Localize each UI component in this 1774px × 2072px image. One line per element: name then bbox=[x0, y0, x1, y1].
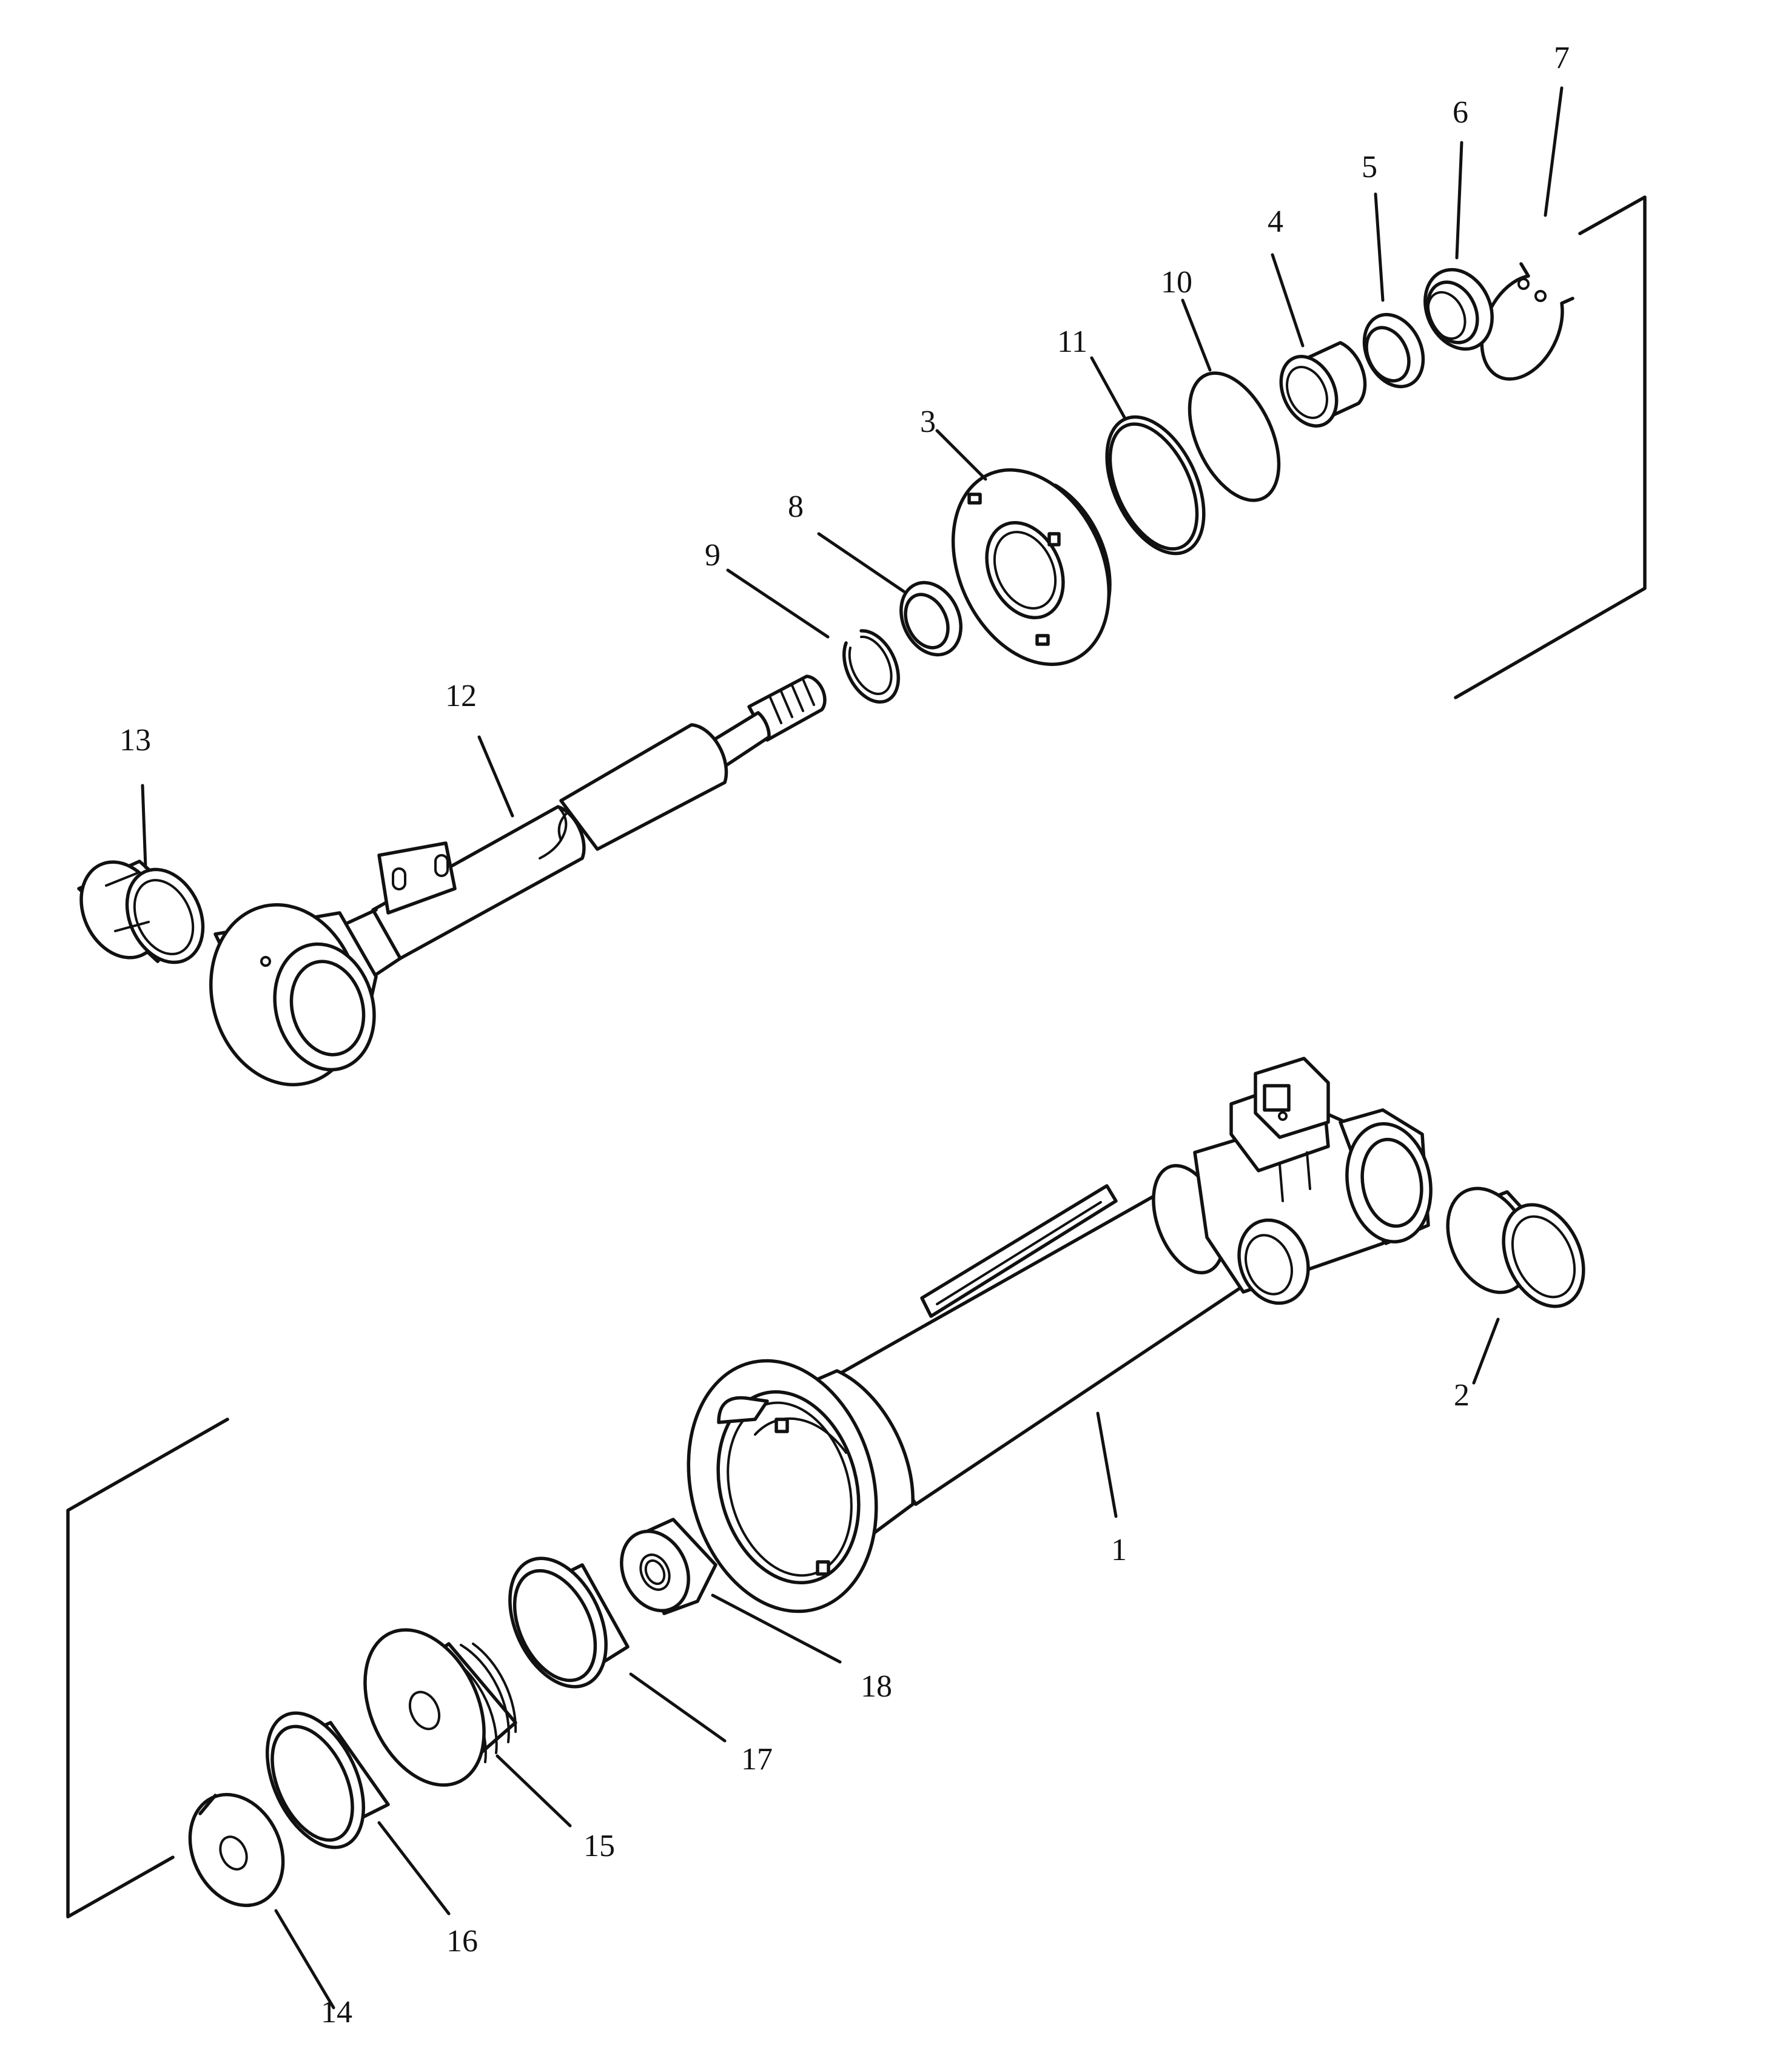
callout-7: 7 bbox=[1554, 41, 1570, 75]
part-14-washer bbox=[188, 1792, 285, 1908]
callout-11: 11 bbox=[1057, 325, 1087, 359]
assembly-bracket-lower bbox=[66, 1418, 229, 1919]
callout-8: 8 bbox=[788, 489, 804, 524]
part-4-bushing bbox=[1279, 341, 1367, 428]
part-18-nut bbox=[620, 1518, 717, 1615]
callout-labels: 1 2 3 4 5 6 7 8 9 10 11 12 13 14 15 16 1… bbox=[119, 41, 1570, 2030]
part-3-cylinder-head bbox=[951, 468, 1112, 666]
part-6-dust-seal bbox=[1423, 267, 1494, 351]
callout-15: 15 bbox=[583, 1829, 615, 1863]
callout-16: 16 bbox=[446, 1924, 478, 1959]
callout-6: 6 bbox=[1453, 95, 1468, 130]
part-16-piston-ring bbox=[265, 1711, 390, 1849]
part-7-snap-ring bbox=[1480, 262, 1574, 381]
part-12-piston-rod bbox=[209, 674, 827, 1086]
callout-1: 1 bbox=[1111, 1533, 1127, 1567]
part-1-cylinder-tube bbox=[687, 1057, 1433, 1613]
part-5-rod-seal bbox=[1362, 312, 1425, 389]
part-9-snap-ring bbox=[842, 629, 900, 704]
part-17-wear-ring bbox=[508, 1556, 630, 1689]
callout-12: 12 bbox=[445, 679, 477, 713]
callout-2: 2 bbox=[1454, 1378, 1470, 1413]
part-13-bushing bbox=[77, 859, 205, 964]
part-10-o-ring bbox=[1188, 371, 1281, 502]
callout-3: 3 bbox=[920, 405, 936, 439]
callout-5: 5 bbox=[1362, 150, 1377, 184]
callout-14: 14 bbox=[321, 1995, 352, 2030]
part-15-piston bbox=[363, 1628, 517, 1787]
callout-17: 17 bbox=[741, 1742, 773, 1777]
callout-13: 13 bbox=[119, 723, 151, 758]
callout-4: 4 bbox=[1268, 204, 1283, 239]
assembly-bracket-upper bbox=[1454, 195, 1647, 699]
part-8-wiper bbox=[899, 580, 963, 657]
callout-18: 18 bbox=[861, 1669, 892, 1704]
part-2-bushing bbox=[1446, 1186, 1585, 1308]
callout-9: 9 bbox=[705, 538, 721, 573]
leader-lines bbox=[141, 86, 1564, 2010]
part-11-backup-ring bbox=[1105, 415, 1206, 556]
callout-10: 10 bbox=[1161, 265, 1192, 300]
